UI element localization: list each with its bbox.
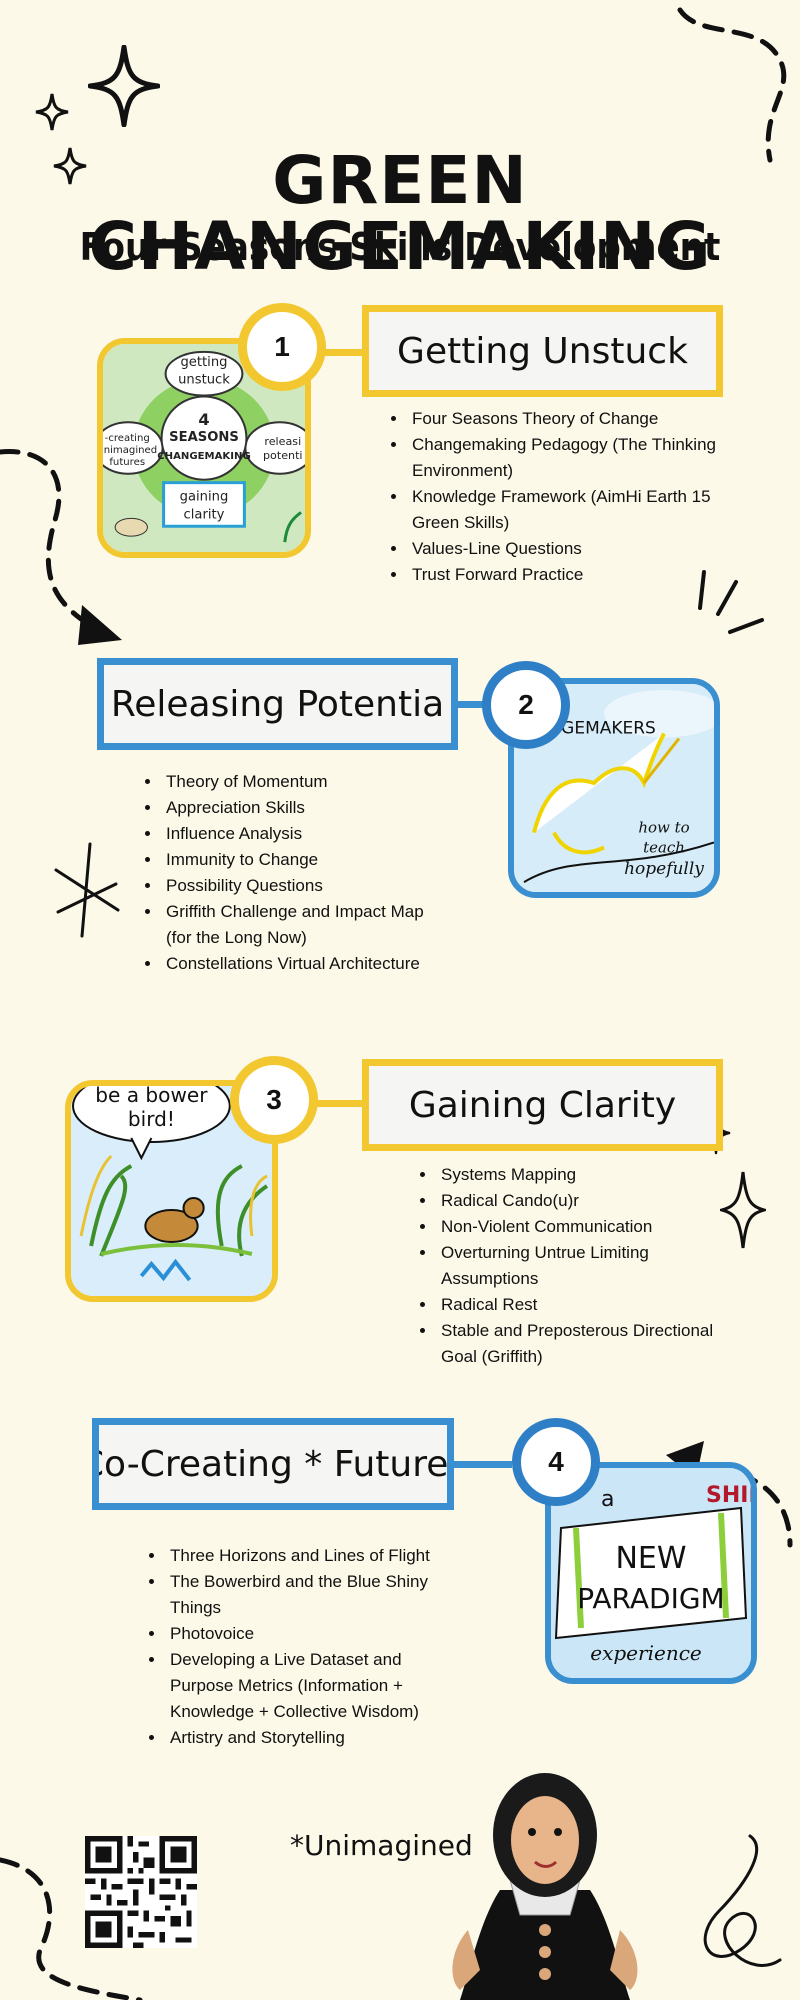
section-1-number: 1 xyxy=(274,331,290,362)
section-3-number-badge: 3 xyxy=(230,1056,318,1144)
section-1-number-badge: 1 xyxy=(238,303,326,391)
list-item: Appreciation Skills xyxy=(162,795,452,821)
list-item: Griffith Challenge and Impact Map (for t… xyxy=(162,899,452,951)
svg-text:how to: how to xyxy=(638,819,689,837)
section-2-list: Theory of Momentum Appreciation Skills I… xyxy=(140,769,452,977)
list-item: Three Horizons and Lines of Flight xyxy=(166,1543,446,1569)
section-2-number: 2 xyxy=(518,689,534,720)
list-item: The Bowerbird and the Blue Shiny Things xyxy=(166,1569,446,1621)
list-item: Photovoice xyxy=(166,1621,446,1647)
list-item: Artistry and Storytelling xyxy=(166,1725,446,1751)
svg-text:CHANGEMAKING: CHANGEMAKING xyxy=(157,451,250,462)
svg-text:potenti: potenti xyxy=(263,449,303,462)
sparkle-icon xyxy=(720,1171,766,1249)
section-4-number: 4 xyxy=(548,1446,564,1477)
sparkle-icon xyxy=(53,147,87,185)
section-3-connector xyxy=(300,1100,370,1107)
section-2-connector xyxy=(455,701,495,708)
svg-text:PARADIGM: PARADIGM xyxy=(577,1582,724,1615)
svg-text:be a bower: be a bower xyxy=(95,1086,208,1107)
section-2-number-badge: 2 xyxy=(482,661,570,749)
list-item: Overturning Untrue Limiting Assumptions xyxy=(437,1240,727,1292)
finger-puppet-figure xyxy=(452,1773,638,2000)
list-item: Theory of Momentum xyxy=(162,769,452,795)
list-item: Radical Cando(u)r xyxy=(437,1188,727,1214)
list-item: Immunity to Change xyxy=(162,847,452,873)
section-3-heading: Gaining Clarity xyxy=(362,1059,723,1151)
svg-text:gaining: gaining xyxy=(180,490,229,505)
dashed-arrow-icon xyxy=(0,449,122,645)
svg-text:a: a xyxy=(601,1487,614,1512)
list-item: Systems Mapping xyxy=(437,1162,727,1188)
svg-text:clarity: clarity xyxy=(184,507,225,522)
dashed-line-icon xyxy=(0,1857,143,2000)
list-item: Changemaking Pedagogy (The Thinking Envi… xyxy=(408,432,748,484)
swirl-doodle-icon xyxy=(703,1834,782,1967)
svg-text:-creating: -creating xyxy=(105,433,150,444)
section-1-connector xyxy=(300,349,370,356)
dashed-line-icon xyxy=(677,7,787,163)
svg-text:experience: experience xyxy=(590,1641,701,1665)
page-title: GREEN CHANGEMAKING xyxy=(88,142,712,285)
svg-text:unstuck: unstuck xyxy=(178,373,230,388)
qr-code[interactable] xyxy=(85,1836,197,1948)
list-item: Possibility Questions xyxy=(162,873,452,899)
svg-text:teach: teach xyxy=(643,838,685,856)
list-item: Radical Rest xyxy=(437,1292,727,1318)
section-4-illustration: a SHIFT NEW PARADIGM experience xyxy=(545,1462,757,1684)
section-4-heading-text: Co-Creating * Futures xyxy=(92,1443,454,1485)
list-item: Developing a Live Dataset and Purpose Me… xyxy=(166,1647,446,1725)
svg-text:releasi: releasi xyxy=(264,435,301,448)
section-3-heading-text: Gaining Clarity xyxy=(408,1084,677,1126)
section-4-list: Three Horizons and Lines of Flight The B… xyxy=(144,1543,446,1751)
list-item: Four Seasons Theory of Change xyxy=(408,406,748,432)
list-item: Trust Forward Practice xyxy=(408,562,748,588)
section-2-heading-text: Releasing Potentia xyxy=(110,683,445,725)
burst-lines-icon xyxy=(698,570,764,634)
svg-text:unimagined: unimagined xyxy=(103,445,157,456)
section-3-number: 3 xyxy=(266,1084,282,1115)
page-subtitle: Four Seasons Skills Development xyxy=(79,225,721,269)
section-1-heading: Getting Unstuck xyxy=(362,305,723,397)
svg-text:bird!: bird! xyxy=(128,1107,175,1131)
svg-text:4: 4 xyxy=(198,410,209,429)
section-2-heading: Releasing Potentia xyxy=(97,658,458,750)
svg-text:futures: futures xyxy=(109,457,145,468)
asterisk-doodle-icon xyxy=(54,842,120,938)
list-item: Stable and Preposterous Directional Goal… xyxy=(437,1318,727,1370)
section-4-heading: Co-Creating * Futures xyxy=(92,1418,454,1510)
list-item: Constellations Virtual Architecture xyxy=(162,951,452,977)
section-1-heading-text: Getting Unstuck xyxy=(397,330,688,372)
svg-text:SHIFT: SHIFT xyxy=(706,1483,751,1508)
sparkle-icon xyxy=(88,45,160,127)
svg-text:NEW: NEW xyxy=(615,1541,686,1576)
list-item: Influence Analysis xyxy=(162,821,452,847)
list-item: Non-Violent Communication xyxy=(437,1214,727,1240)
sparkle-icon xyxy=(35,93,69,131)
list-item: Values-Line Questions xyxy=(408,536,748,562)
svg-text:getting: getting xyxy=(180,355,227,370)
footnote: *Unimagined xyxy=(290,1829,473,1862)
section-1-list: Four Seasons Theory of Change Changemaki… xyxy=(386,406,748,588)
list-item: Knowledge Framework (AimHi Earth 15 Gree… xyxy=(408,484,748,536)
section-3-list: Systems Mapping Radical Cando(u)r Non-Vi… xyxy=(415,1162,727,1370)
section-4-connector xyxy=(452,1461,512,1468)
svg-text:SEASONS: SEASONS xyxy=(169,430,239,445)
section-4-number-badge: 4 xyxy=(512,1418,600,1506)
svg-text:hopefully: hopefully xyxy=(624,858,704,878)
